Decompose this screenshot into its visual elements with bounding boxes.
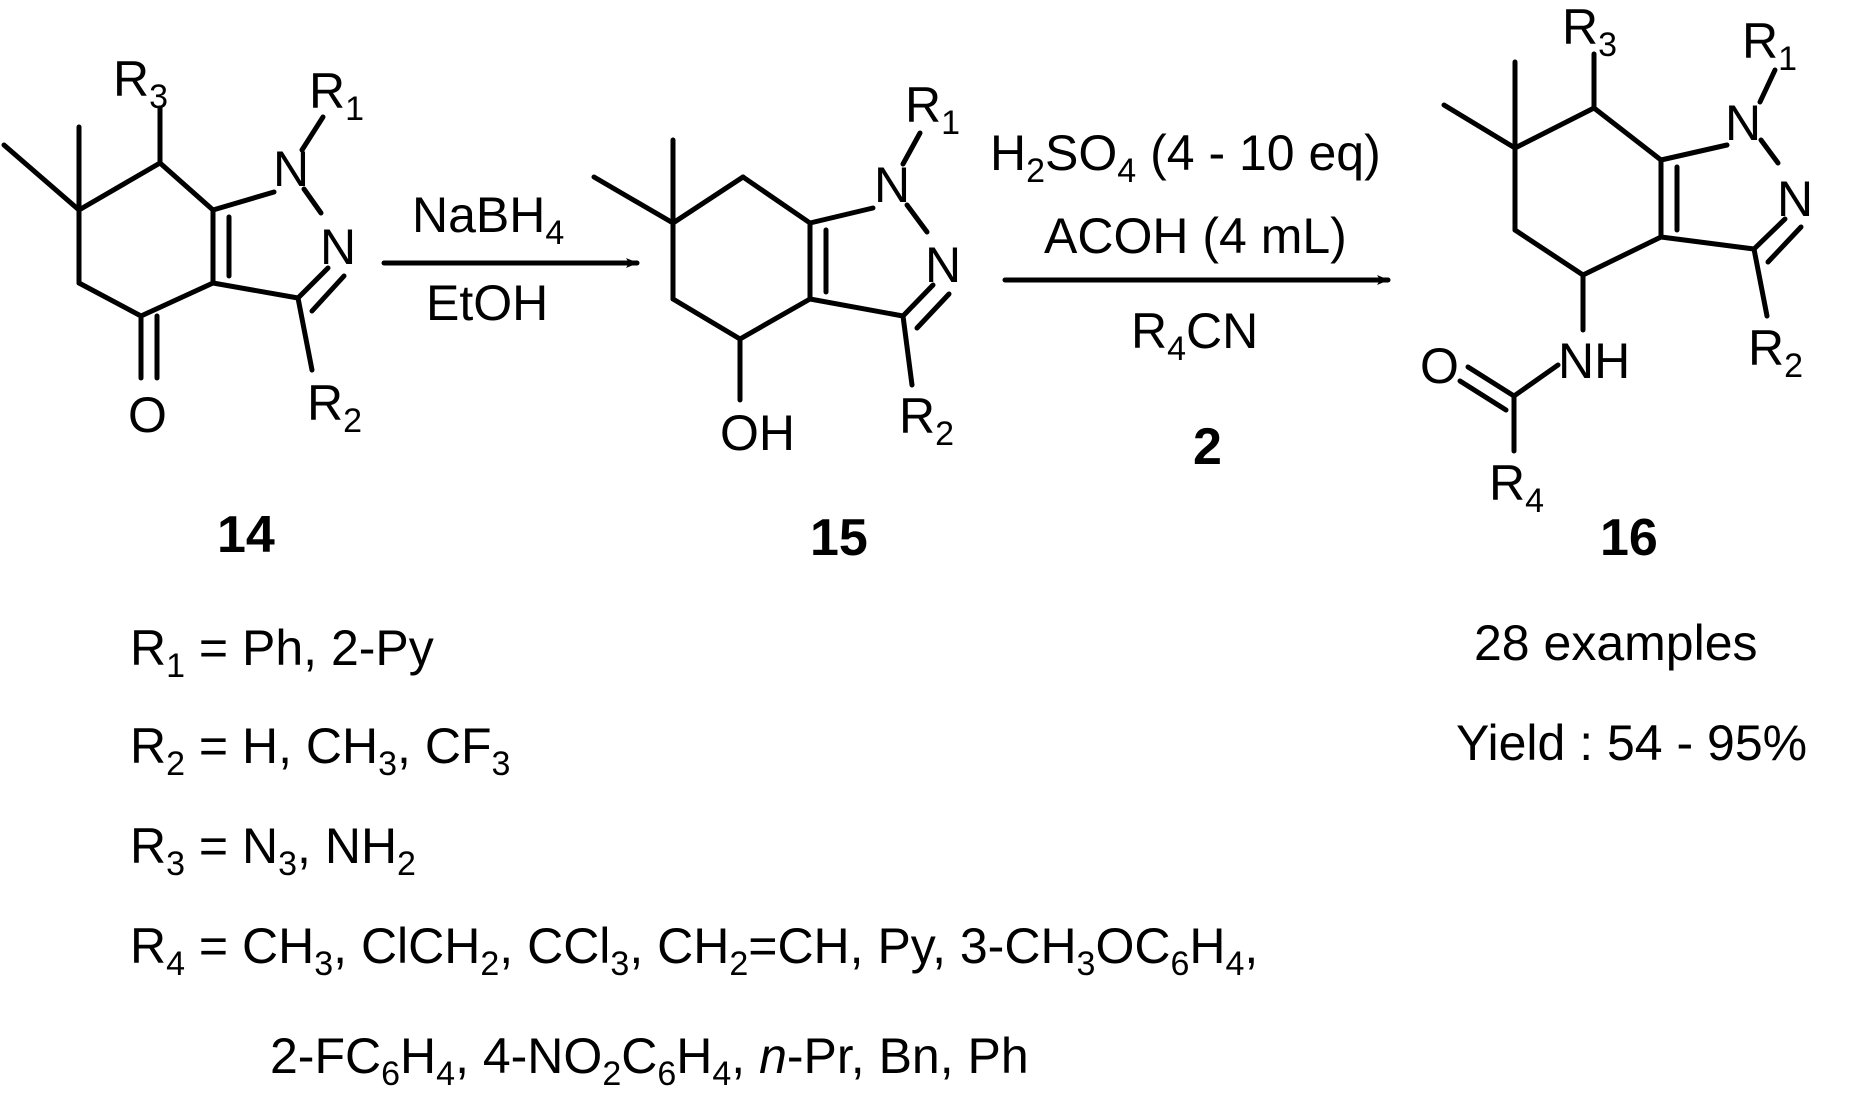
compound-16-oxygen: O	[1420, 338, 1459, 394]
compound-15-r1: R1	[905, 77, 960, 142]
compound-15-r2: R2	[899, 388, 954, 453]
compound-15-structure	[591, 130, 952, 403]
substituent-r4-line2: 2-FC6H4, 4-NO2C6H4, n-Pr, Bn, Ph	[270, 1028, 1029, 1093]
solvent-label: EtOH	[426, 275, 548, 331]
compound-15-n1: N	[874, 157, 910, 213]
examples-count: 28 examples	[1474, 615, 1758, 671]
compound-14-n2: N	[320, 219, 356, 275]
acid-reagent: H2SO4 (4 - 10 eq)	[990, 125, 1381, 190]
compound-16-structure	[1441, 51, 1804, 454]
compound-14-r1: R1	[309, 63, 364, 128]
compound-14-number: 14	[217, 506, 275, 564]
compound-16-number: 16	[1600, 509, 1658, 567]
compound-16-n1: N	[1725, 95, 1761, 151]
substituent-r1: R1 = Ph, 2-Py	[130, 620, 434, 685]
yield-range: Yield : 54 - 95%	[1456, 715, 1807, 771]
compound-14-oxygen: O	[128, 387, 167, 443]
compound-14-r3: R3	[113, 51, 168, 116]
substituent-r2: R2 = H, CH3, CF3	[130, 718, 510, 783]
compound-16-r4: R4	[1489, 455, 1544, 520]
compound-14-n1: N	[273, 141, 309, 197]
compound-16-r1: R1	[1742, 13, 1797, 78]
cosolvent-label: ACOH (4 mL)	[1044, 208, 1347, 264]
compound-16-n2: N	[1777, 171, 1813, 227]
nitrile-reagent: R4CN	[1131, 303, 1258, 368]
compound-14-structure	[1, 105, 347, 381]
compound-16-r3: R3	[1562, 0, 1617, 64]
compound-15-n2: N	[925, 237, 961, 293]
compound-15-hydroxyl: OH	[720, 405, 795, 461]
substituent-r3: R3 = N3, NH2	[130, 818, 416, 883]
compound-16-r2: R2	[1748, 320, 1803, 385]
reducing-agent: NaBH4	[412, 187, 564, 252]
compound-15-number: 15	[810, 509, 868, 567]
nitrile-number: 2	[1193, 418, 1222, 476]
substituent-r4-line1: R4 = CH3, ClCH2, CCl3, CH2=CH, Py, 3-CH3…	[130, 918, 1258, 983]
compound-14-r2: R2	[307, 375, 362, 440]
compound-16-amide-nh: NH	[1558, 333, 1630, 389]
